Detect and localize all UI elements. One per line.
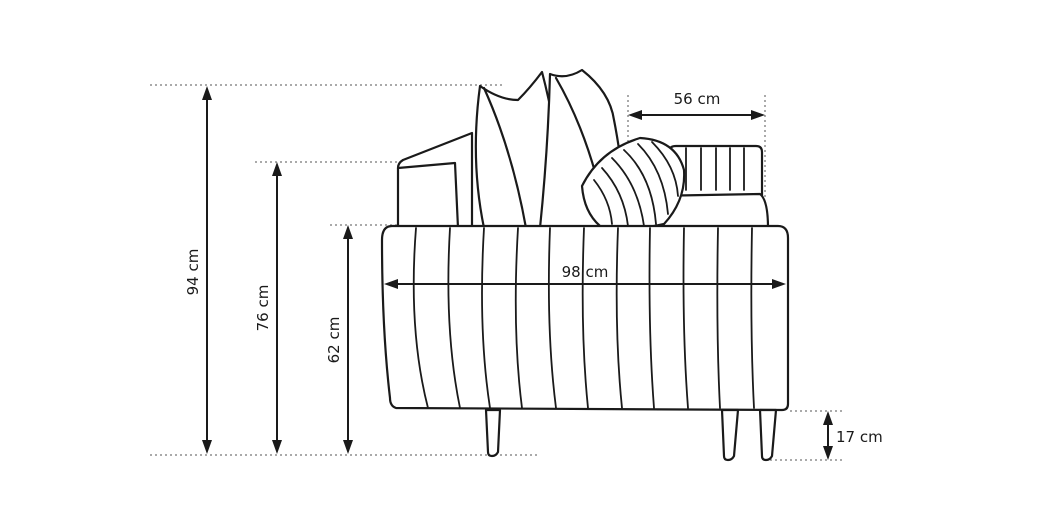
- sofa-front-body: [380, 224, 790, 412]
- label-leg-height: 17 cm: [836, 428, 883, 446]
- dimension-total-height: 94 cm: [184, 86, 212, 454]
- front-body-ribs: [412, 227, 755, 409]
- label-total-height: 94 cm: [184, 249, 202, 296]
- label-seat-depth: 56 cm: [674, 90, 721, 108]
- sofa-back-top: [396, 161, 460, 230]
- sofa-leg-front-1: [720, 408, 740, 462]
- far-armrest-ribs: [685, 147, 745, 191]
- label-depth: 98 cm: [562, 263, 609, 281]
- dimension-depth: 98 cm: [384, 263, 786, 289]
- sofa-side-view: [380, 68, 790, 462]
- label-arm-height: 62 cm: [325, 317, 343, 364]
- label-back-height: 76 cm: [254, 285, 272, 332]
- dimension-leg-height: 17 cm: [823, 411, 883, 460]
- dimension-seat-depth: 56 cm: [628, 90, 765, 120]
- round-cushion-ribs: [593, 141, 679, 227]
- dimension-back-height: 76 cm: [254, 162, 282, 454]
- sofa-leg-back: [484, 408, 502, 458]
- sofa-leg-front-2: [758, 408, 778, 462]
- dimension-arm-height: 62 cm: [325, 225, 353, 454]
